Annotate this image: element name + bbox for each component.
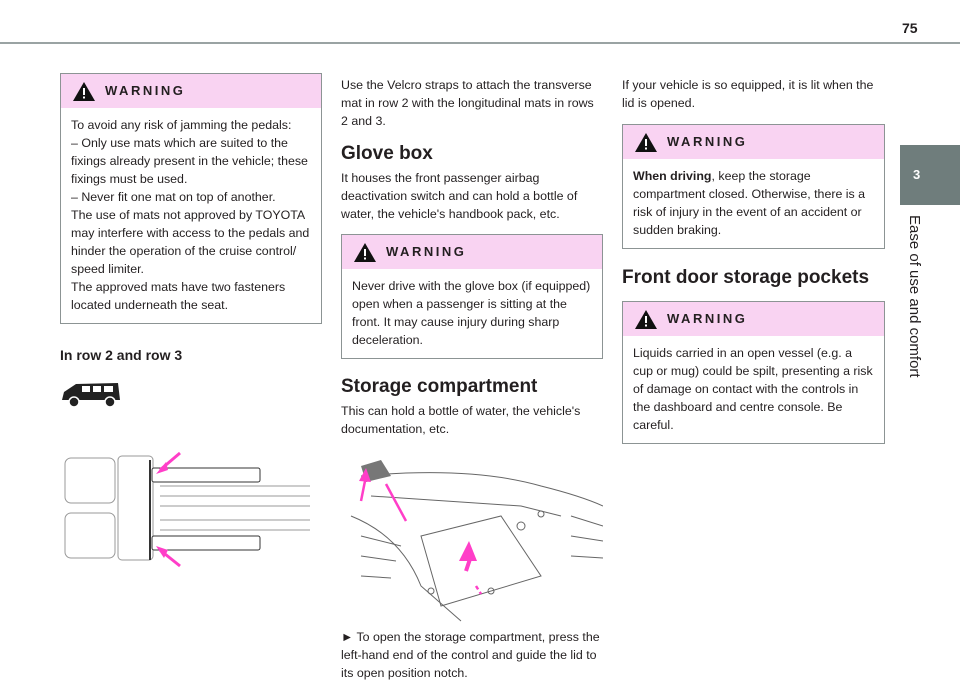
storage-step-text: ► To open the storage compartment, press… [341,630,600,680]
column-3: If your vehicle is so equipped, it is li… [622,76,885,444]
warning-icon [635,132,657,152]
storage-text: This can hold a bottle of water, the veh… [341,404,581,436]
warning-box-glove: WARNING Never drive with the glove box (… [341,234,603,359]
warning-box-storage: WARNING When driving, keep the storage c… [622,124,885,249]
warning-header: WARNING [623,125,884,159]
column-1: WARNING To avoid any risk of jamming the… [60,73,322,570]
pockets-heading: Front door storage pockets [622,267,870,288]
light-text: If your vehicle is so equipped, it is li… [622,78,874,110]
warning-label: WARNING [667,311,748,326]
chapter-title: Ease of use and comfort [906,215,923,378]
warning-icon [354,242,376,262]
warning-box-pockets: WARNING Liquids carried in an open vesse… [622,301,885,444]
chapter-tab[interactable]: 3 [900,145,960,205]
velcro-text: Use the Velcro straps to attach the tran… [341,78,594,128]
warning-icon [73,81,95,101]
warning-rest-text: , keep the storage compartment closed. O… [633,169,866,237]
warning-bold-text: When driving [633,169,712,183]
glove-box-text: It houses the front passenger airbag dea… [341,171,578,221]
storage-heading: Storage compartment [341,376,538,397]
header-divider [0,42,960,44]
warning-text: When driving, keep the storage compartme… [623,159,884,248]
warning-text: Liquids carried in an open vessel (e.g. … [633,346,873,432]
chapter-number: 3 [913,167,921,182]
mats-diagram [64,451,310,568]
warning-text: To avoid any risk of jamming the pedals:… [71,118,310,312]
warning-header: WARNING [61,74,321,108]
warning-box-mats: WARNING To avoid any risk of jamming the… [60,73,322,324]
warning-label: WARNING [386,244,467,259]
warning-header: WARNING [342,235,602,269]
row-subheading: In row 2 and row 3 [60,347,183,363]
van-icon [62,383,120,408]
warning-label: WARNING [667,134,748,149]
warning-icon [635,309,657,329]
column-2: Use the Velcro straps to attach the tran… [341,76,603,682]
arrow-icon [384,483,408,522]
warning-text: Never drive with the glove box (if equip… [352,279,591,347]
storage-compartment-diagram [350,460,603,622]
glove-box-heading: Glove box [341,143,433,164]
page-number: 75 [902,20,918,36]
warning-header: WARNING [623,302,884,336]
warning-label: WARNING [105,83,186,98]
